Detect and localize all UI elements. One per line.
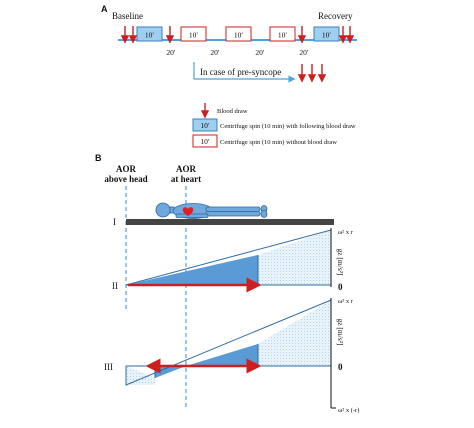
person-icon — [155, 202, 268, 219]
spin-box-5-label: 10′ — [322, 31, 332, 40]
gradient-row-ii — [125, 229, 332, 286]
omega-r-bottom-iii: ω² x (-r) — [338, 407, 359, 414]
spin-box-3: 10′ — [225, 26, 252, 42]
blood-draw-icon — [307, 64, 317, 83]
legend-blood-draw: Blood draw — [217, 108, 248, 115]
legend-spin-without-draw-swatch-label: 10′ — [200, 137, 210, 146]
spin-box-5: 10′ — [313, 26, 340, 42]
omega-r-top-iii: ω² x r — [338, 298, 354, 305]
legend-spin-with-draw: Centrifuge spin (10 min) with following … — [220, 123, 356, 130]
panel-a-letter: A — [101, 4, 108, 14]
row-label-ii: II — [112, 281, 118, 291]
blood-draw-arrows — [120, 26, 355, 44]
baseline-label: Baseline — [112, 11, 143, 21]
blood-draw-icon — [297, 64, 307, 83]
spin-box-1: 10′ — [136, 26, 163, 42]
blood-draw-icon — [120, 26, 130, 44]
blood-draw-icon — [297, 26, 307, 44]
zero-label-iii: 0 — [338, 362, 343, 372]
panel-b-letter: B — [95, 153, 102, 163]
spin-box-4-label: 10′ — [278, 31, 288, 40]
blood-draw-icon — [128, 26, 138, 44]
legend-spin-without-draw: Centrifuge spin (10 min) without blood d… — [220, 139, 337, 146]
gz-label-iii: gz [m/s²] — [336, 318, 345, 345]
gradient-row-iii — [125, 299, 332, 386]
aor-above-head-line2: above head — [104, 174, 147, 184]
aor-above-head-line1: AOR — [116, 164, 137, 174]
spin-box-2: 10′ — [180, 26, 207, 42]
aor-at-heart-line2: at heart — [171, 174, 201, 184]
spin-box-1-label: 10′ — [145, 31, 155, 40]
presyncope-label: In case of pre-syncope — [200, 67, 281, 77]
presyncope-draws — [297, 64, 327, 83]
spin-box-2-label: 10′ — [189, 31, 199, 40]
blood-draw-icon — [338, 26, 348, 44]
zero-label-ii: 0 — [338, 282, 343, 292]
legend-blood-draw-icon — [200, 103, 210, 119]
omega-r-top-ii: ω² x r — [338, 229, 354, 236]
blood-draw-icon — [345, 26, 355, 44]
aor-at-heart-line1: AOR — [176, 164, 197, 174]
legend-spin-with-draw-swatch — [192, 118, 218, 132]
blood-draw-icon — [165, 26, 175, 44]
centrifuge-platform — [126, 219, 334, 225]
rest-label-3: 20′ — [255, 48, 265, 57]
rest-label-4: 20′ — [299, 48, 309, 57]
spin-box-3-label: 10′ — [234, 31, 244, 40]
blood-draw-icon — [317, 64, 327, 83]
recovery-label: Recovery — [318, 11, 353, 21]
legend-spin-with-draw-swatch-label: 10′ — [200, 121, 210, 130]
row-label-i: I — [113, 217, 116, 227]
legend: Blood draw 10′ Centrifuge spin (10 min) … — [192, 103, 356, 148]
gz-label-ii: gz [m/s²] — [336, 248, 345, 275]
heart-icon — [182, 207, 194, 216]
legend-spin-without-draw-swatch — [192, 134, 218, 148]
spin-box-4: 10′ — [269, 26, 296, 42]
rest-label-2: 20′ — [210, 48, 220, 57]
row-label-iii: III — [104, 362, 113, 372]
rest-label-1: 20′ — [166, 48, 176, 57]
